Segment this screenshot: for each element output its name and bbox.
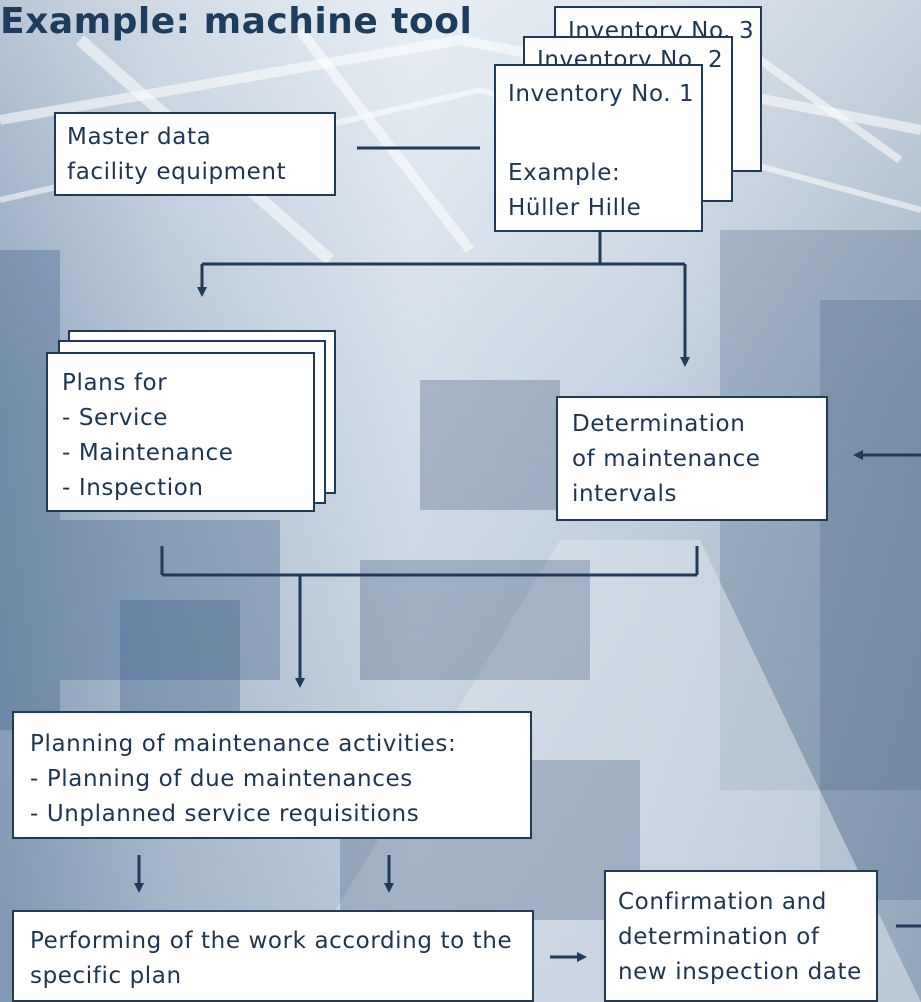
intervals-line2: of maintenance [572, 446, 761, 472]
intervals-line3: intervals [572, 481, 678, 507]
plans-item-maintenance: Maintenance [62, 436, 313, 471]
plans-box: Plans for Service Maintenance Inspection [46, 352, 315, 512]
planning-item-unplanned: Unplanned service requisitions [30, 797, 530, 832]
master-data-box: Master data facility equipment [54, 112, 336, 196]
inventory-example-label: Example: [508, 160, 621, 186]
performing-line2: specific plan [30, 963, 182, 989]
confirmation-box: Confirmation and determination of new in… [604, 870, 878, 1002]
plans-item-service: Service [62, 401, 313, 436]
plans-item-inspection: Inspection [62, 471, 313, 506]
planning-box: Planning of maintenance activities: Plan… [12, 711, 532, 839]
performing-box: Performing of the work according to the … [12, 910, 534, 1002]
inventory-example-value: Hüller Hille [508, 195, 642, 221]
intervals-line1: Determination [572, 411, 746, 437]
intervals-box: Determination of maintenance intervals [556, 396, 828, 521]
page-title: Example: machine tool [0, 1, 473, 42]
plans-heading: Plans for [62, 370, 168, 396]
planning-heading: Planning of maintenance activities: [30, 731, 457, 757]
confirmation-line3: new inspection date [618, 959, 862, 985]
inventory-card-1-label: Inventory No. 1 [508, 81, 695, 107]
planning-item-due: Planning of due maintenances [30, 762, 530, 797]
master-data-line1: Master data [67, 124, 212, 150]
master-data-line2: facility equipment [67, 159, 287, 185]
confirmation-line1: Confirmation and [618, 889, 827, 915]
confirmation-line2: determination of [618, 924, 820, 950]
performing-line1: Performing of the work according to the [30, 928, 513, 954]
inventory-card-1: Inventory No. 1 Example: Hüller Hille [494, 64, 703, 232]
